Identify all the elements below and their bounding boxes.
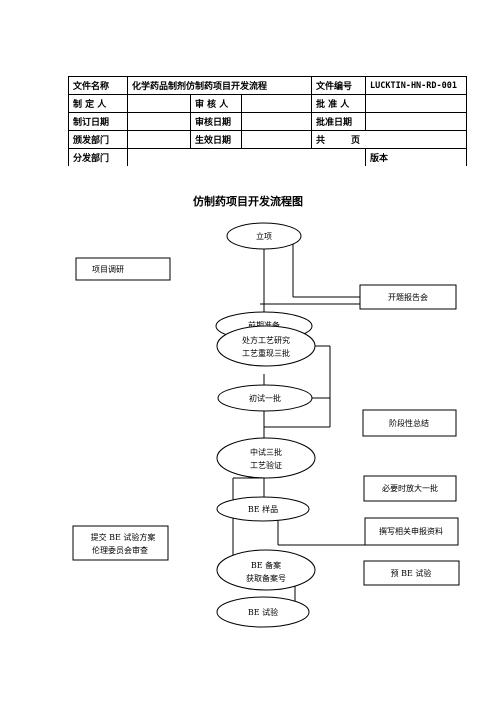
node-tijiao-line2: 伦理委员会审查: [92, 545, 148, 555]
node-be-shiyan-label: BE 试验: [248, 607, 278, 617]
node-chufang-line2: 工艺重现三批: [242, 348, 290, 358]
header-row-issue: 颁发部门 生效日期 共页: [68, 130, 467, 149]
header-row-dates: 制订日期 审核日期 批准日期: [68, 112, 467, 131]
node-kaiti-baogao-label: 开题报告会: [388, 292, 428, 302]
header-row-file-name: 文件名称 化学药品制剂仿制药项目开发流程 文件编号 LUCKTIN-HN-RD-…: [68, 76, 467, 95]
node-tijiao-be: [72, 525, 169, 561]
page-count-cell: 共页: [311, 130, 467, 149]
node-jieduan-zongjie-label: 阶段性总结: [389, 418, 429, 428]
node-chushi-label: 初试一批: [249, 393, 281, 403]
node-xiangmu-diaoyan-label: 项目调研: [92, 265, 124, 274]
node-tijiao-line1: 提交 BE 试验方案: [91, 532, 156, 542]
flowchart-title: 仿制药项目开发流程图: [193, 195, 303, 208]
node-yu-be: [363, 560, 460, 586]
node-jieduan-zongjie: [362, 409, 457, 437]
header-row-distribution: 分发部门 版本: [68, 148, 467, 166]
node-lixiang: [226, 222, 302, 250]
document-header-table: 文件名称 化学药品制剂仿制药项目开发流程 文件编号 LUCKTIN-HN-RD-…: [68, 76, 467, 166]
node-biyao-fangda: [363, 475, 457, 502]
total-label: 共: [316, 136, 326, 146]
node-be-beian-line1: BE 备案: [251, 560, 281, 570]
node-zhongshi: [216, 437, 316, 479]
node-lixiang-label: 立项: [256, 231, 272, 241]
node-be-yangpin-label: BE 样品: [248, 504, 278, 514]
node-zhongshi-line1: 中试三批: [250, 447, 282, 457]
node-be-yangpin: [216, 496, 310, 522]
node-qianqi-zhunbei-label: 前期准备: [248, 320, 280, 330]
node-zhongshi-line2: 工艺验证: [250, 460, 282, 470]
node-zhuanxie: [364, 517, 459, 546]
node-chufang-line1: 处方工艺研究: [242, 335, 290, 345]
node-chushi: [217, 384, 313, 412]
node-biyao-fangda-label: 必要时放大一批: [382, 483, 438, 493]
node-zhuanxie-label: 撰写相关申报资料: [379, 526, 443, 536]
node-yu-be-label: 预 BE 试验: [391, 568, 432, 578]
node-be-shiyan: [216, 596, 310, 628]
node-kaiti-baogao: [359, 284, 457, 310]
node-be-beian-line2: 获取备案号: [246, 573, 286, 583]
node-be-beian: [216, 549, 316, 591]
node-chufang-gongyi: [216, 325, 316, 367]
node-xiangmu-diaoyan: [75, 257, 171, 281]
version-label: 版本: [365, 148, 467, 166]
pages-label: 页: [351, 136, 361, 146]
